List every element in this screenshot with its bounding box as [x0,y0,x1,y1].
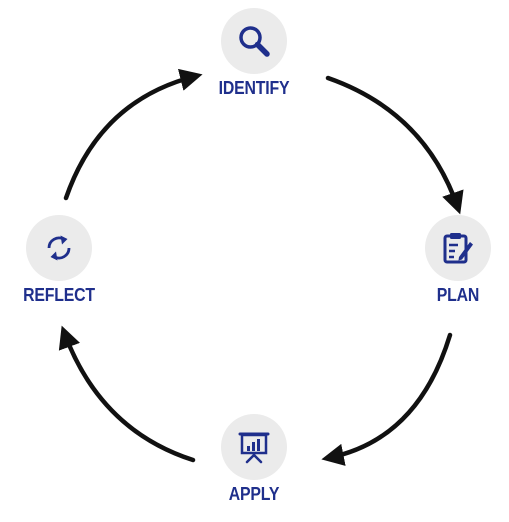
reflect-icon-circle [26,215,92,281]
magnifier-icon [239,26,270,57]
plan-icon-circle [425,215,491,281]
refresh-cycle-icon [47,235,71,261]
step-identify-label: IDENTIFY [218,78,290,98]
arrow-reflect-to-identify [63,68,203,201]
clipboard-pen-icon [443,233,473,264]
arrow-plan-to-apply [321,332,453,466]
arrow-apply-to-reflect [58,325,196,463]
step-plan: PLAN [413,215,503,306]
presentation-board-icon [238,432,270,464]
step-apply-label: APPLY [228,484,280,504]
identify-icon-circle [221,8,287,74]
step-reflect-label: REFLECT [23,285,95,305]
arrow-identify-to-plan [325,75,464,215]
step-identify: IDENTIFY [209,8,299,99]
step-apply: APPLY [209,414,299,505]
step-reflect: REFLECT [14,215,104,306]
step-plan-label: PLAN [436,285,480,305]
apply-icon-circle [221,414,287,480]
